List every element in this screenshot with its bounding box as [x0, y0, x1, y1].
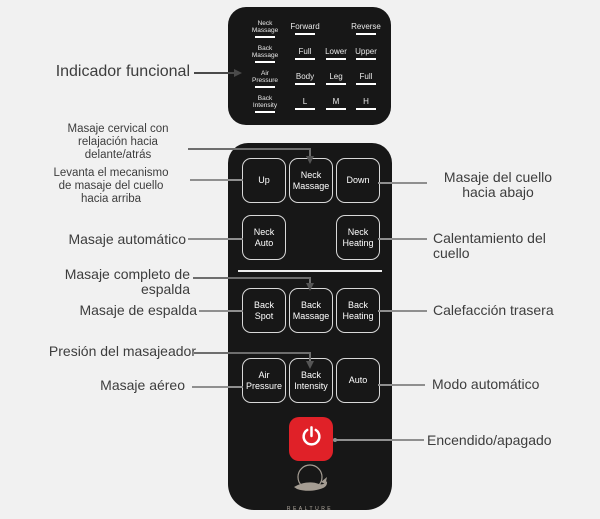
panel-divider: [238, 270, 382, 272]
label-levanta-mecanismo: Levanta el mecanismo de masaje del cuell…: [53, 167, 169, 205]
indicator-underline: [356, 83, 376, 85]
indicator-underline: [356, 108, 376, 110]
power-button[interactable]: [289, 417, 333, 461]
callout-line-cervical-v: [309, 148, 311, 156]
indicator-full: Full: [295, 47, 315, 60]
indicator-underline: [325, 58, 346, 60]
indicator-underline: [255, 35, 275, 38]
label-indicador-funcional: Indicador funcional: [55, 63, 190, 80]
label-masaje-cuello-abajo: Masaje del cuello hacia abajo: [443, 169, 553, 200]
label-encendido-apagado: Encendido/apagado: [427, 432, 552, 448]
indicator-underline: [355, 58, 376, 60]
indicator-lower: Lower: [325, 47, 347, 60]
indicator-body: Body: [295, 72, 315, 85]
callout-line-neck-auto: [188, 238, 243, 240]
indicator-underline: [254, 85, 275, 88]
callout-line-completo-h: [193, 277, 311, 279]
indicator-reverse: Reverse: [351, 22, 381, 35]
callout-line-neck-heating: [378, 238, 427, 240]
indicator-high: H: [356, 97, 376, 110]
indicator-underline: [326, 108, 346, 110]
brand-text: REALTURE: [286, 506, 334, 512]
arrow-down-icon: [306, 361, 314, 369]
indicator-underline: [295, 58, 315, 60]
indicator-underline: [355, 33, 376, 35]
indicator-neck-massage: Neck Massage: [252, 20, 278, 38]
label-masaje-completo: Masaje completo de espalda: [64, 266, 190, 297]
callout-line-down: [378, 182, 427, 184]
label-masaje-espalda: Masaje de espalda: [79, 302, 197, 318]
callout-line-presion-v: [309, 352, 311, 361]
indicator-underline: [295, 83, 315, 85]
indicator-underline: [295, 108, 315, 110]
indicator-underline: [326, 83, 346, 85]
indicator-medium: M: [326, 97, 346, 110]
callout-line-completo-v: [309, 277, 311, 283]
callout-dot-power: [333, 437, 337, 442]
indicator-underline: [295, 33, 315, 35]
arrow-down-icon: [306, 156, 314, 164]
callout-line-back-heating: [378, 310, 427, 312]
label-masaje-cervical: Masaje cervical con relajación hacia del…: [67, 123, 169, 161]
callout-line-auto: [378, 384, 425, 386]
callout-line-power: [336, 439, 424, 441]
arrow-down-icon: [306, 283, 314, 291]
power-icon: [300, 425, 323, 453]
callout-line-cervical-h: [188, 148, 311, 150]
up-button[interactable]: Up: [242, 158, 286, 203]
brand-logo: REALTURE: [228, 463, 392, 512]
label-masaje-aereo: Masaje aéreo: [100, 377, 185, 393]
down-button[interactable]: Down: [336, 158, 380, 203]
auto-button[interactable]: Auto: [336, 358, 380, 403]
indicator-full-air: Full: [356, 72, 376, 85]
label-calefaccion-trasera: Calefacción trasera: [433, 302, 554, 318]
label-modo-automatico: Modo automático: [432, 376, 540, 392]
callout-line-up: [190, 179, 243, 181]
label-calentamiento-cuello: Calentamiento del cuello: [433, 230, 546, 261]
indicator-forward: Forward: [290, 22, 320, 35]
indicator-underline: [255, 110, 275, 113]
arrow-right-icon: [234, 68, 242, 77]
label-presion-masajeador: Presión del masajeador: [48, 343, 196, 359]
indicator-underline: [255, 60, 275, 63]
callout-line-back-spot: [199, 310, 243, 312]
label-masaje-automatico: Masaje automático: [68, 231, 186, 247]
indicator-leg: Leg: [326, 72, 346, 85]
callout-line-air: [192, 386, 243, 388]
callout-line-indicator: [194, 72, 234, 74]
indicator-low: L: [295, 97, 315, 110]
indicator-upper: Upper: [355, 47, 377, 60]
callout-line-presion-h: [194, 352, 311, 354]
whale-logo-icon: [288, 463, 332, 504]
